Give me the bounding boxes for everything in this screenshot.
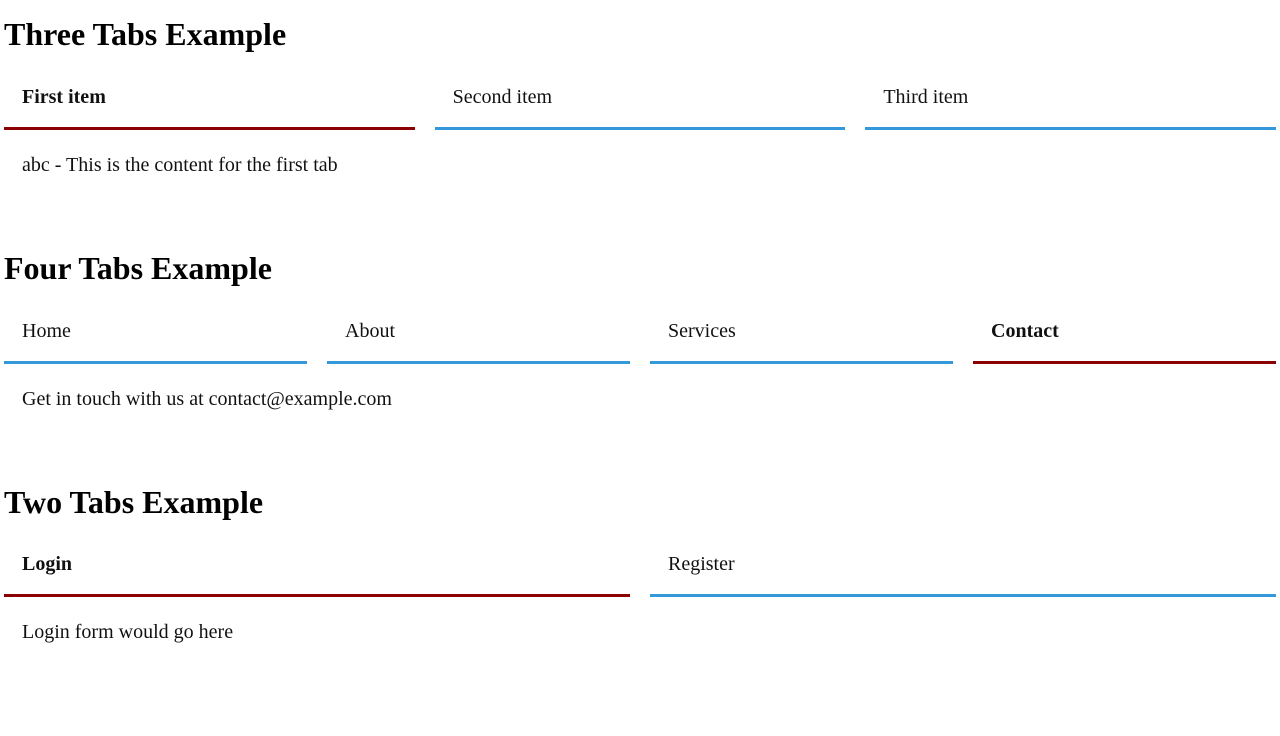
section-heading-two-tabs: Two Tabs Example [4,483,264,520]
page-root: Three Tabs Example First item Second ite… [0,16,1280,655]
tab-list-two: Login Register [4,538,1276,598]
tab-panel-two: Login form would go here [22,621,234,644]
tab-second-item[interactable]: Second item [434,71,846,130]
section-heading-four-tabs: Four Tabs Example [4,249,272,286]
tab-list-three: First item Second item Third item [4,71,1277,130]
tab-panel-three: abc - This is the content for the first … [22,153,338,176]
tab-panel-four: Get in touch with us at contact@example.… [22,387,392,410]
tabs-section-two: Two Tabs Example Login Register Login fo… [4,484,1276,656]
tab-contact[interactable]: Contact [973,305,1276,364]
tab-home[interactable]: Home [4,305,307,364]
tab-third-item[interactable]: Third item [865,71,1277,130]
tabs-section-three: Three Tabs Example First item Second ite… [4,16,1277,220]
tab-list-four: Home About Services Contact [4,305,1276,364]
tab-first-item[interactable]: First item [4,71,415,130]
tab-register[interactable]: Register [650,538,1276,598]
tab-about[interactable]: About [327,305,630,364]
tabs-section-four: Four Tabs Example Home About Services Co… [4,250,1276,454]
tab-login[interactable]: Login [4,538,630,598]
tab-services[interactable]: Services [650,305,953,364]
section-heading-three-tabs: Three Tabs Example [4,16,287,52]
